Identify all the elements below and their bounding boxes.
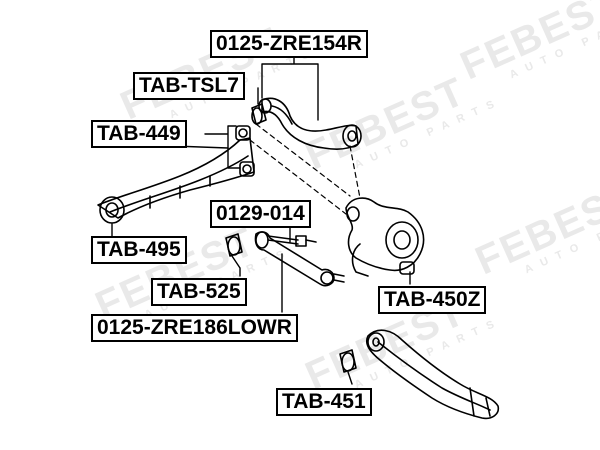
trailing-arm	[365, 329, 500, 420]
label-0129-014: 0129-014	[210, 200, 311, 228]
label-tab-tsl7: TAB-TSL7	[133, 72, 245, 100]
label-0125-zre186lowr: 0125-ZRE186LOWR	[91, 314, 298, 342]
knuckle	[345, 197, 425, 277]
label-tab-449: TAB-449	[91, 120, 187, 148]
label-tab-450z: TAB-450Z	[378, 286, 487, 314]
label-tab-525: TAB-525	[151, 278, 247, 306]
assembly-dashes	[249, 123, 361, 215]
tab-525-bushing	[225, 233, 243, 257]
tab-451-bushing	[339, 349, 357, 373]
toe-link	[254, 231, 345, 287]
label-tab-451: TAB-451	[276, 388, 372, 416]
upper-control-arm	[258, 97, 362, 150]
lower-control-arm	[97, 125, 255, 224]
label-tab-495: TAB-495	[91, 236, 187, 264]
label-0125-zre154r: 0125-ZRE154R	[210, 30, 368, 58]
tab-tsl7-bushing	[251, 103, 267, 125]
